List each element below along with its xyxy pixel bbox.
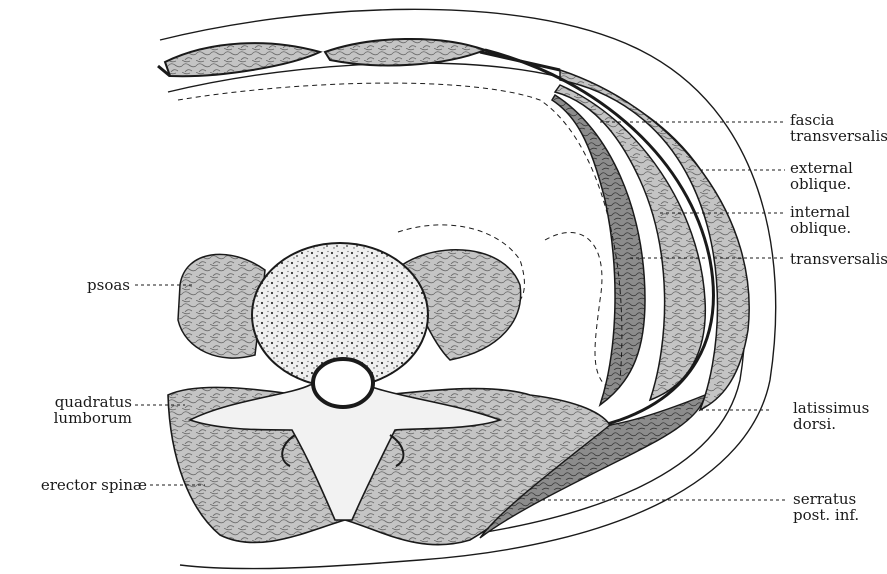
label-fascia-transversalis-line2: transversalis <box>790 128 887 144</box>
label-latissimus-dorsi-line1: latissimus <box>793 400 869 416</box>
label-serratus-post-inf-line1: serratus <box>793 491 859 507</box>
label-external-oblique: external oblique. <box>790 160 853 192</box>
label-serratus-post-inf: serratus post. inf. <box>793 491 859 523</box>
label-psoas-text: psoas <box>87 277 130 293</box>
label-internal-oblique: internal oblique. <box>790 204 851 236</box>
label-quadratus-lumborum-line2: lumborum <box>54 410 132 426</box>
label-serratus-post-inf-line2: post. inf. <box>793 507 859 523</box>
label-internal-oblique-line1: internal <box>790 204 851 220</box>
label-latissimus-dorsi-line2: dorsi. <box>793 416 869 432</box>
label-external-oblique-line2: oblique. <box>790 176 853 192</box>
label-external-oblique-line1: external <box>790 160 853 176</box>
label-erector-spinae: erector spinæ <box>41 477 147 493</box>
label-fascia-transversalis: fascia transversalis <box>790 112 887 144</box>
label-transversalis: transversalis <box>790 251 887 267</box>
rectus-muscles <box>158 39 560 76</box>
label-transversalis-text: transversalis <box>790 251 887 267</box>
label-quadratus-lumborum-line1: quadratus <box>54 394 132 410</box>
label-psoas: psoas <box>87 277 130 293</box>
label-internal-oblique-line2: oblique. <box>790 220 851 236</box>
label-latissimus-dorsi: latissimus dorsi. <box>793 400 869 432</box>
label-quadratus-lumborum: quadratus lumborum <box>54 394 132 426</box>
label-erector-spinae-text: erector spinæ <box>41 477 147 493</box>
label-fascia-transversalis-line1: fascia <box>790 112 887 128</box>
